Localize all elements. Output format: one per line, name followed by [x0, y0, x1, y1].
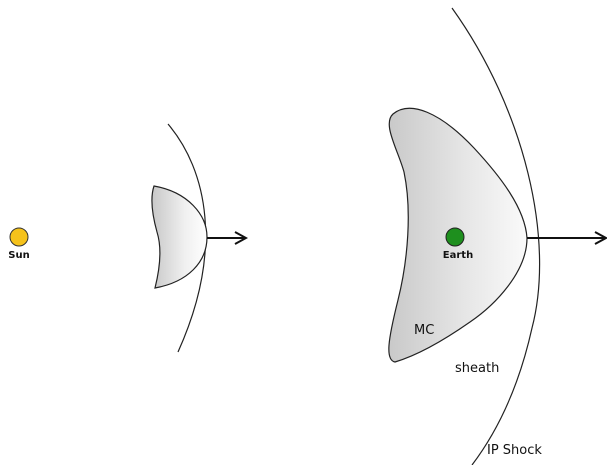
- ip-shock-label: IP Shock: [487, 443, 542, 458]
- mc-label: MC: [414, 323, 434, 338]
- earth-icon: [445, 227, 465, 247]
- ip-shock-front: [451, 7, 541, 465]
- small-magnetic-cloud: [151, 185, 208, 289]
- earth-label: Earth: [443, 250, 473, 261]
- small-shock-front: [167, 123, 207, 353]
- sheath-label: sheath: [455, 361, 499, 376]
- sun-icon: [9, 227, 29, 247]
- sun-label: Sun: [8, 250, 29, 261]
